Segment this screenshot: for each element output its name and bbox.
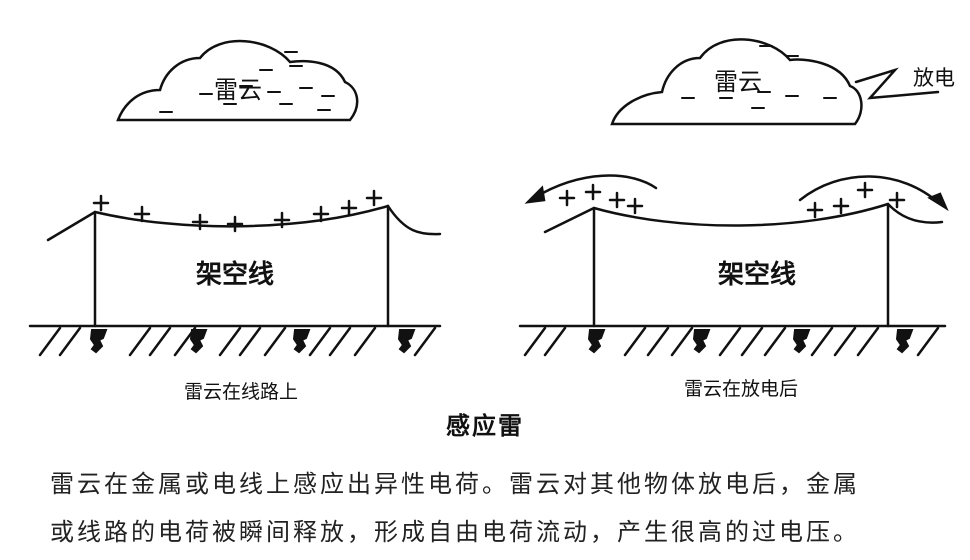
description-line-1: 雷云在金属或电线上感应出异性电荷。雷云对其他物体放电后，金属 <box>50 470 860 498</box>
induced-lightning-diagram <box>28 38 949 357</box>
left-thundercloud <box>116 39 359 122</box>
right-line-positive-charges <box>558 181 906 219</box>
right-overhead-line-label: 架空线 <box>718 260 797 290</box>
left-caption: 雷云在线路上 <box>184 381 299 403</box>
right-grounding-electrodes <box>587 329 914 354</box>
left-overhead-line <box>46 204 442 242</box>
figure-title: 感应雷 <box>446 412 524 440</box>
right-cloud-label: 雷云 <box>714 68 762 96</box>
right-right-flow-arrow <box>798 175 942 206</box>
left-grounding-electrodes <box>89 329 416 354</box>
right-right-flow-arrowhead <box>927 192 949 212</box>
left-ground <box>28 324 442 357</box>
discharge-label: 放电 <box>913 66 955 90</box>
lightning-bolt-icon <box>854 67 940 100</box>
left-line-positive-charges <box>92 189 383 233</box>
description-line-2: 或线路的电荷被瞬间释放，形成自由电荷流动，产生很高的过电压。 <box>50 518 860 546</box>
left-cloud-negative-charges <box>159 51 335 113</box>
left-overhead-line-label: 架空线 <box>196 260 275 290</box>
right-left-flow-arrowhead <box>524 185 546 204</box>
right-cloud-negative-charges <box>681 45 837 109</box>
right-caption: 雷云在放电后 <box>684 378 799 400</box>
right-thundercloud <box>610 38 863 126</box>
left-cloud-label: 雷云 <box>214 76 262 104</box>
right-left-flow-arrow <box>532 174 658 200</box>
right-overhead-line <box>543 202 944 234</box>
right-ground <box>518 324 947 357</box>
